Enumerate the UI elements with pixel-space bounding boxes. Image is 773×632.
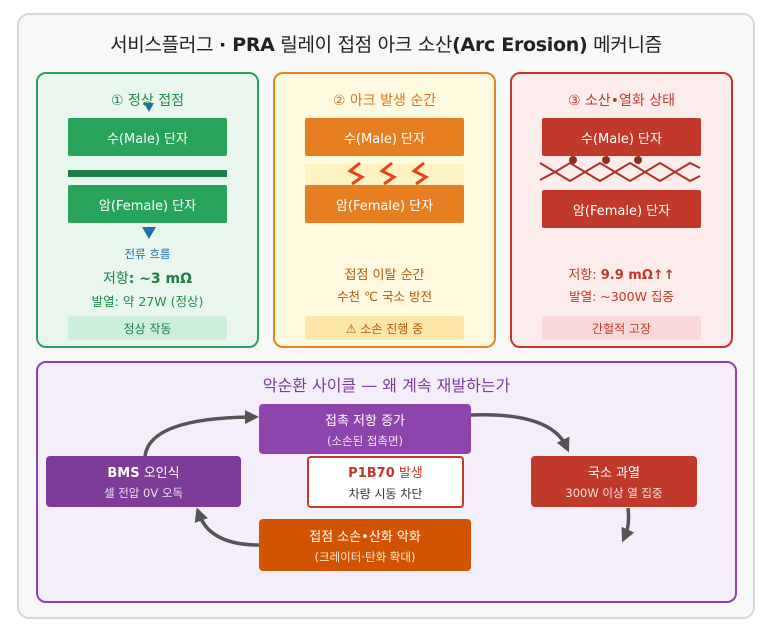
arc-gap <box>305 164 464 186</box>
resistance-normal: 저항: ~3 mΩ <box>102 271 193 287</box>
increased-resistance-box: 접촉 저항 증가 (소손된 접촉면) <box>259 404 471 454</box>
status-badge-normal: 정상 작동 <box>68 316 227 340</box>
panel-normal-contact: ① 정상 접점 수(Male) 단자 암(Female) 단자 전류 흐름 저항… <box>36 72 259 348</box>
female-terminal: 암(Female) 단자 <box>542 190 701 228</box>
local-overheat-box: 국소 과열 300W 이상 열 집중 <box>531 456 697 507</box>
panel-arc-moment: ② 아크 발생 순간 수(Male) 단자 암(Female) 단자 접점 이탈… <box>273 72 496 348</box>
main-title: 서비스플러그 · PRA 릴레이 접점 아크 소산(Arc Erosion) 메… <box>110 34 662 56</box>
male-terminal: 수(Male) 단자 <box>305 118 464 156</box>
cycle-title: 악순환 사이클 — 왜 계속 재발하는가 <box>262 376 511 395</box>
contact-surface <box>68 170 227 177</box>
current-flow-label: 전류 흐름 <box>124 247 171 261</box>
male-terminal: 수(Male) 단자 <box>68 118 227 156</box>
heat-eroded: 발열: ~300W 집중 <box>569 289 674 304</box>
resistance-eroded: 저항: 9.9 mΩ↑↑ <box>568 268 675 283</box>
panel-normal-title: ① 정상 접점 <box>111 93 184 109</box>
arc-line-1: 접점 이탈 순간 <box>344 268 425 283</box>
arc-spark-icon <box>347 161 429 186</box>
female-terminal: 암(Female) 단자 <box>68 185 227 223</box>
panel-eroded-state: ③ 소산•열화 상태 수(Male) 단자 암(Female) 단자 저항: 9… <box>510 72 733 348</box>
cycle-arrows <box>143 410 635 547</box>
heat-normal: 발열: 약 27W (정상) <box>91 294 204 309</box>
male-terminal: 수(Male) 단자 <box>542 118 701 156</box>
eroded-surface-icon <box>539 156 701 183</box>
current-arrow-icon <box>142 103 156 239</box>
arc-line-2: 수천 ℃ 국소 방전 <box>337 289 432 304</box>
panel-eroded-title: ③ 소산•열화 상태 <box>568 93 675 109</box>
contact-erosion-box: 접점 소손•산화 악화 (크레이터·탄화 확대) <box>259 519 471 571</box>
bms-misread-box: BMS 오인식 셀 전압 0V 오독 <box>46 456 241 507</box>
panel-arc-title: ② 아크 발생 순간 <box>332 93 437 109</box>
female-terminal: 암(Female) 단자 <box>305 185 464 223</box>
status-badge-arc: ⚠ 소손 진행 중 <box>305 316 464 340</box>
dtc-code-box: P1B70 발생 차량 시동 차단 <box>307 456 464 508</box>
status-badge-eroded: 간헐적 고장 <box>542 316 701 340</box>
